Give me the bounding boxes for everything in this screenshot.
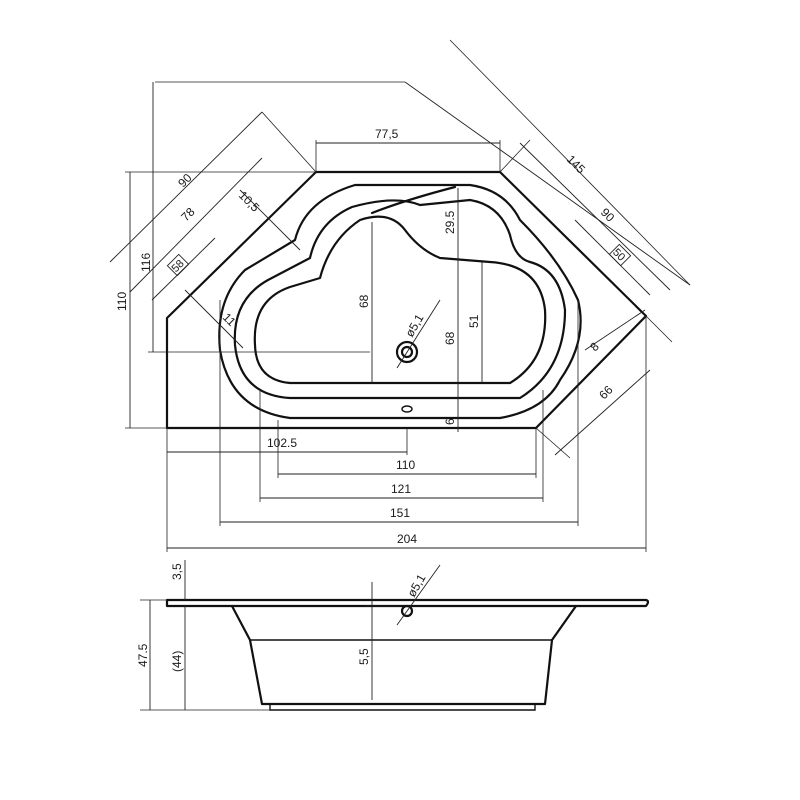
dim-diagonal-145: 145: [564, 152, 588, 176]
plan-dimensions: 77,5 145 90 50 90 78 10,5 58 11: [109, 39, 691, 552]
dim-width-204: 204: [397, 532, 417, 546]
dim-width-110: 110: [396, 458, 415, 472]
dim-left-90: 90: [175, 171, 195, 191]
side-view: 47.5 (44) 3,5 5,5 ø5,1: [136, 560, 650, 711]
plan-view: [165, 170, 648, 430]
dim-top-edge: 77,5: [375, 127, 399, 141]
dim-step-10-5: 10,5: [236, 188, 263, 215]
dim-height-110: 110: [115, 292, 129, 311]
dim-width-151: 151: [390, 506, 410, 520]
side-body: [230, 604, 578, 706]
dim-width-102-5: 102.5: [267, 436, 297, 450]
side-rim: [165, 598, 650, 608]
dim-basin-68-left: 68: [357, 294, 371, 308]
basin-inner-outline: [253, 215, 547, 385]
basin-outer-outline: [233, 198, 567, 400]
dim-basin-51: 51: [467, 314, 481, 328]
seat-curve: [370, 185, 457, 215]
dim-right-66: 66: [596, 383, 616, 403]
side-drain: [400, 604, 414, 618]
dim-rim-8: 8: [587, 339, 602, 354]
drain-inner: [400, 345, 414, 359]
drain-outer: [395, 340, 419, 364]
dim-bottom-6: 6: [443, 418, 457, 425]
dim-left-78: 78: [178, 205, 198, 225]
tub-rim-inner-outline: [218, 183, 582, 420]
dim-side-3-5: 3,5: [170, 563, 184, 580]
dim-side-44: (44): [170, 651, 184, 672]
overflow-hole: [401, 405, 413, 413]
dim-drain-plan: ø5,1: [402, 311, 426, 339]
side-feet: [269, 704, 536, 711]
tub-outer-outline: [165, 170, 648, 430]
dim-side-47-5: 47.5: [136, 643, 150, 667]
dim-seat-29-5: 29.5: [443, 210, 457, 234]
dim-side-5-5: 5,5: [357, 648, 371, 665]
dim-height-116: 116: [139, 253, 153, 272]
dim-basin-68-right: 68: [443, 331, 457, 345]
dim-width-121: 121: [391, 482, 411, 496]
